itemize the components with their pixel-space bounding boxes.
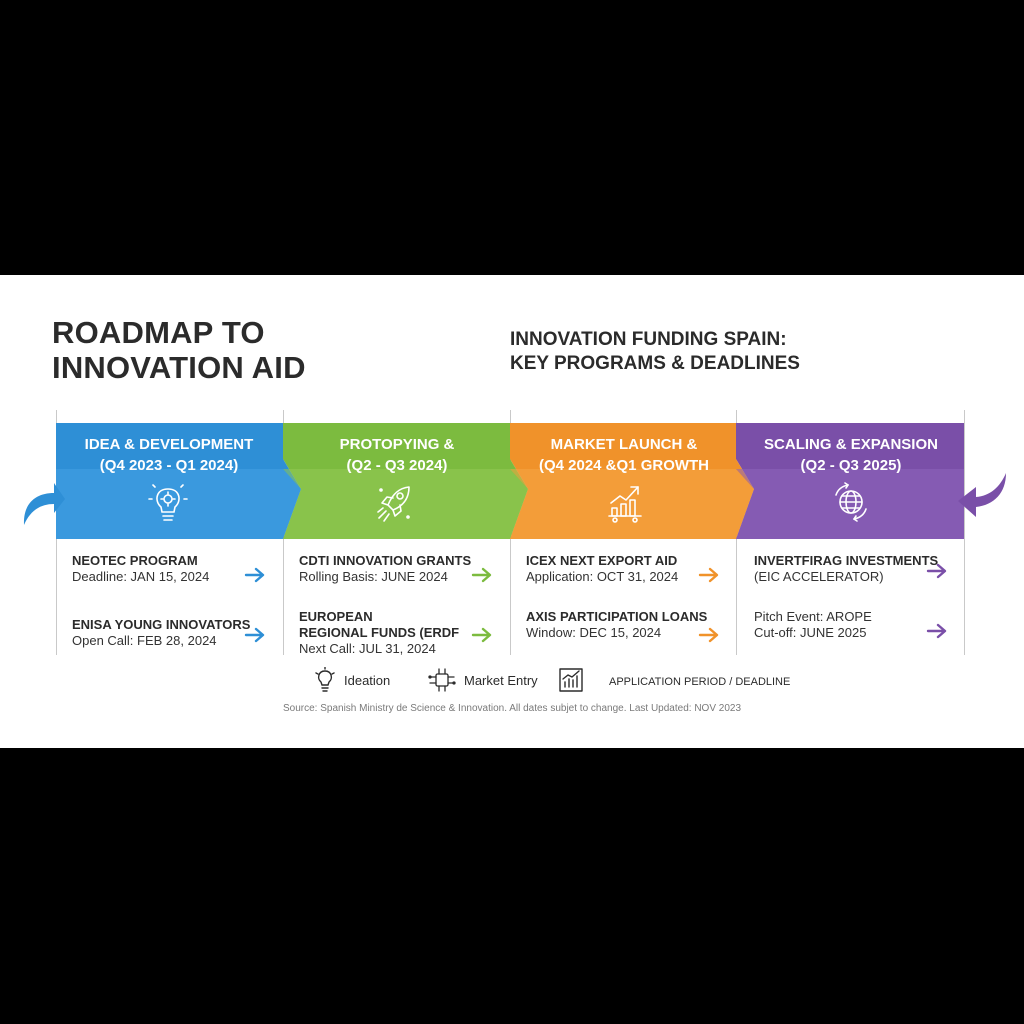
lightbulb-icon (315, 667, 335, 692)
phase-bands: IDEA & DEVELOPMENT (Q4 2023 - Q1 2024) P… (0, 423, 1024, 539)
legend-application-period (558, 667, 584, 693)
program-item: AXIS PARTICIPATION LOANS Window: DEC 15,… (526, 609, 746, 641)
legend-market-entry: Market Entry (428, 667, 538, 693)
program-deadline: (EIC ACCELERATOR) (754, 569, 884, 584)
arrow-right-icon (698, 567, 719, 583)
program-name: NEOTEC PROGRAM (72, 553, 198, 568)
phase-period: (Q4 2023 - Q1 2024) (99, 457, 239, 474)
arrow-right-icon (471, 567, 492, 583)
program-item: ENISA YOUNG INNOVATORS Open Call: FEB 28… (72, 617, 292, 649)
program-item: CDTI INNOVATION GRANTS Rolling Basis: JU… (299, 553, 519, 585)
arrow-right-icon (471, 627, 492, 643)
program-name: AXIS PARTICIPATION LOANS (526, 609, 708, 624)
phase-band-shapes (56, 423, 964, 539)
program-deadline: Window: DEC 15, 2024 (526, 625, 662, 640)
program-name: REGIONAL FUNDS (ERDF (299, 625, 460, 640)
divider (964, 410, 965, 655)
subtitle: INNOVATION FUNDING SPAIN: KEY PROGRAMS &… (510, 328, 930, 376)
program-name: CDTI INNOVATION GRANTS (299, 553, 472, 568)
rocket-icon (377, 486, 410, 522)
program-list: NEOTEC PROGRAM Deadline: JAN 15, 2024 EN… (0, 545, 1024, 665)
program-name: Pitch Event: AROPE (754, 609, 872, 624)
program-deadline: Open Call: FEB 28, 2024 (72, 633, 217, 648)
legend-caption: APPLICATION PERIOD / DEADLINE (609, 676, 791, 688)
growth-chart-icon (608, 486, 642, 523)
arrow-right-icon (244, 627, 265, 643)
arrow-right-icon (926, 563, 947, 579)
phase-title: IDEA & DEVELOPMENT (84, 436, 254, 453)
program-name: ICEX NEXT EXPORT AID (526, 553, 678, 568)
phase-period: (Q2 - Q3 2024) (346, 457, 448, 474)
program-name: INVERTFIRAG INVESTMENTS (754, 553, 939, 568)
main-title-line-2: INNOVATION AID (52, 350, 306, 385)
legend-label: Market Entry (464, 672, 538, 688)
arrow-right-icon (698, 627, 719, 643)
main-title: ROADMAP TO INNOVATION AID (52, 315, 382, 385)
phase-label-prototyping: PROTOPYING & (Q2 - Q3 2024) (284, 434, 510, 476)
program-item: INVERTFIRAG INVESTMENTS (EIC ACCELERATOR… (754, 553, 974, 585)
source-note: Source: Spanish Ministry de Science & In… (282, 703, 742, 714)
legend: Ideation Market Entry (0, 667, 1024, 697)
program-deadline: Application: OCT 31, 2024 (526, 569, 679, 584)
program-item: Pitch Event: AROPE Cut-off: JUNE 2025 (754, 609, 974, 641)
phase-title: MARKET LAUNCH & (550, 436, 698, 453)
phase-label-idea: IDEA & DEVELOPMENT (Q4 2023 - Q1 2024) (56, 434, 282, 476)
phase-label-scaling: SCALING & EXPANSION (Q2 - Q3 2025) (738, 434, 964, 476)
phase-period: (Q2 - Q3 2025) (800, 457, 902, 474)
program-deadline: Next Call: JUL 31, 2024 (299, 641, 436, 656)
curved-arrow-right-icon (958, 473, 1006, 517)
arrow-right-icon (244, 567, 265, 583)
program-item: EUROPEAN REGIONAL FUNDS (ERDF Next Call:… (299, 609, 519, 657)
subtitle-line-1: INNOVATION FUNDING SPAIN: (510, 329, 787, 350)
subtitle-line-2: KEY PROGRAMS & DEADLINES (510, 353, 800, 374)
legend-label: Ideation (344, 672, 391, 688)
program-name: EUROPEAN (299, 609, 373, 624)
globe-icon (835, 482, 867, 522)
program-deadline: Rolling Basis: JUNE 2024 (299, 569, 448, 584)
legend-ideation: Ideation (314, 667, 390, 693)
program-item: ICEX NEXT EXPORT AID Application: OCT 31… (526, 553, 746, 585)
circuit-chip-icon (428, 668, 456, 692)
program-name: ENISA YOUNG INNOVATORS (72, 617, 251, 632)
program-deadline: Cut-off: JUNE 2025 (754, 625, 867, 640)
phase-label-market: MARKET LAUNCH & (Q4 2024 &Q1 GROWTH (511, 434, 737, 476)
bar-chart-icon (559, 668, 583, 692)
main-title-line-1: ROADMAP TO (52, 315, 265, 350)
program-item: NEOTEC PROGRAM Deadline: JAN 15, 2024 (72, 553, 292, 585)
phase-title: SCALING & EXPANSION (764, 436, 938, 453)
phase-period: (Q4 2024 &Q1 GROWTH (538, 457, 710, 474)
curved-arrow-left-icon (23, 483, 65, 525)
infographic-panel: ROADMAP TO INNOVATION AID INNOVATION FUN… (0, 275, 1024, 748)
program-deadline: Deadline: JAN 15, 2024 (72, 569, 210, 584)
phase-title: PROTOPYING & (339, 436, 455, 453)
arrow-right-icon (926, 623, 947, 639)
lightbulb-gear-icon (148, 484, 188, 521)
